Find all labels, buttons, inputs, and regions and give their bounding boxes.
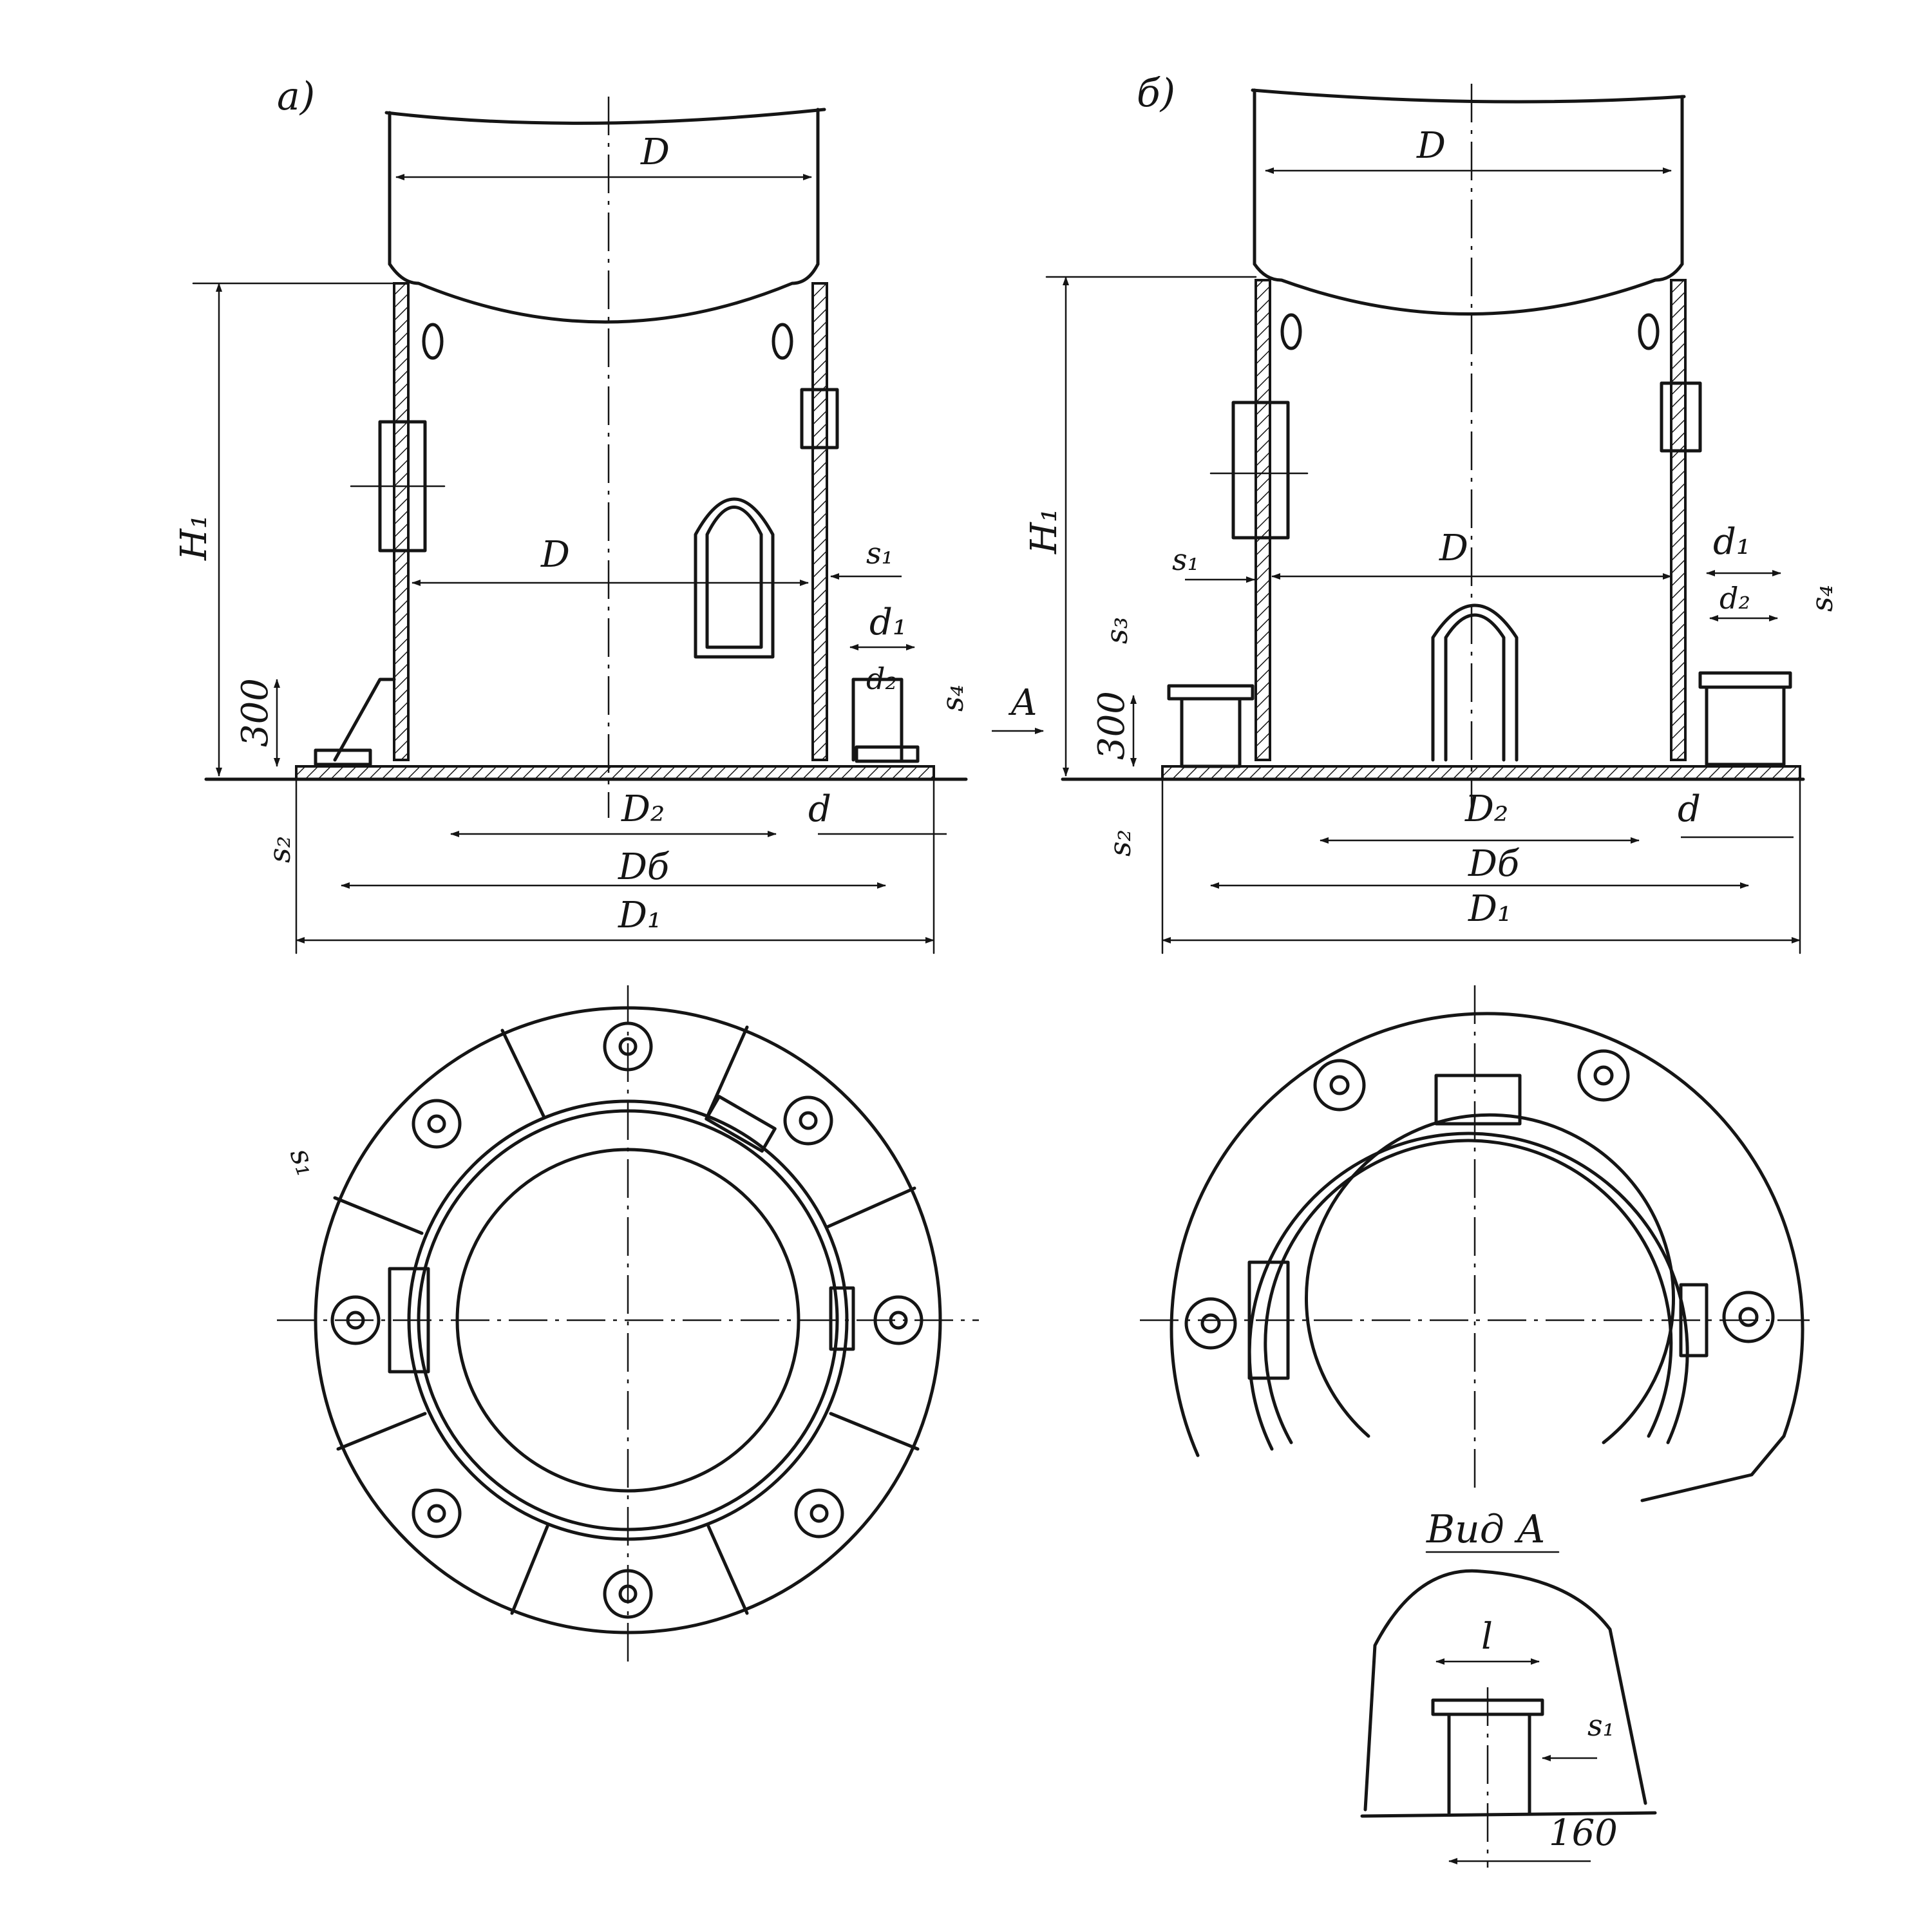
vessel-bottom-b xyxy=(1253,262,1684,316)
side-plate-left-b xyxy=(1231,401,1290,540)
skirt-wall-right-a xyxy=(811,282,828,761)
rib-2-a xyxy=(706,1025,749,1116)
skirt-wall-right-b xyxy=(1670,279,1687,761)
plan-plate-diag-a xyxy=(705,1095,777,1153)
label-s4-b: s₄ xyxy=(1804,585,1839,612)
plan-inner-ring-b xyxy=(1305,1113,1675,1444)
view-a-tag: а) xyxy=(277,74,315,119)
elevation-a: а) D D s₁ H₁ xyxy=(173,74,1044,954)
label-s4-a: s₄ xyxy=(935,685,970,712)
gusset-right-a xyxy=(851,677,904,762)
view-A-detail: Вид А l s₁ 160 xyxy=(1360,1507,1657,1868)
label-d-b: d xyxy=(1678,788,1701,830)
label-d2-b: d₂ xyxy=(1719,581,1750,616)
view-A-base xyxy=(1360,1811,1657,1818)
label-D-mid-a: D xyxy=(540,534,570,576)
label-D-top-b: D xyxy=(1416,125,1446,167)
arch-opening-outer-b xyxy=(1431,603,1519,762)
gusset-left-a xyxy=(333,677,396,762)
label-s1-viewA: s₁ xyxy=(1587,1708,1615,1743)
label-Db-a: Dб xyxy=(618,846,670,888)
side-plate-right-b xyxy=(1660,381,1702,453)
label-D2-a: D₂ xyxy=(621,788,665,830)
plan-skirt-outer-b xyxy=(1247,1132,1689,1451)
label-d2-a: d₂ xyxy=(866,661,897,696)
base-ring-b xyxy=(1161,765,1801,781)
label-D2-b: D₂ xyxy=(1464,788,1508,830)
label-s1-b: s₁ xyxy=(1172,542,1199,577)
label-d-a: d xyxy=(808,788,831,830)
vent-hole-left-b xyxy=(1280,313,1302,350)
rib-3-a xyxy=(826,1186,916,1229)
bolt-box-left-b xyxy=(1180,697,1242,768)
label-s2-a: s₂ xyxy=(262,836,297,863)
plan-b xyxy=(1140,985,1810,1502)
view-A-outline xyxy=(1363,1569,1647,1812)
bolt-box-right-b xyxy=(1705,685,1786,766)
label-D-mid-b: D xyxy=(1439,527,1468,569)
label-d1-b: d₁ xyxy=(1713,521,1750,563)
vent-hole-right-a xyxy=(772,323,793,360)
view-A-title: Вид А xyxy=(1426,1507,1546,1552)
skirt-wall-left-a xyxy=(393,282,410,761)
label-D-top-a: D xyxy=(640,131,670,173)
bolts-b xyxy=(1184,1049,1775,1350)
vent-hole-right-b xyxy=(1638,313,1660,350)
label-s3-b: s₃ xyxy=(1099,617,1134,644)
top-plate-right-b xyxy=(1698,671,1792,689)
plan-top-plate-b xyxy=(1434,1074,1522,1126)
elevation-b: б) D D s₁ H₁ s₃ 300 s₂ d₁ xyxy=(1023,71,1839,954)
skirt-wall-left-b xyxy=(1255,279,1271,761)
vent-hole-left-a xyxy=(422,323,444,360)
label-s2-b: s₂ xyxy=(1103,829,1137,857)
label-l: l xyxy=(1481,1616,1493,1658)
label-D1-a: D₁ xyxy=(618,895,661,936)
arch-opening-outer-a xyxy=(694,497,775,659)
plan-a: s₁ xyxy=(277,985,979,1662)
bolt-seat-right-a xyxy=(855,745,920,763)
shell-top-break-b xyxy=(1251,88,1686,104)
base-ring-a xyxy=(295,765,935,781)
rib-6-a xyxy=(510,1524,549,1615)
label-300-b: 300 xyxy=(1091,691,1133,760)
rib-7-a xyxy=(336,1412,427,1451)
label-H1-b: H₁ xyxy=(1023,508,1065,554)
plan-side-plate-right-b xyxy=(1679,1283,1709,1358)
label-300-a: 300 xyxy=(234,678,276,747)
label-Db-b: Dб xyxy=(1468,843,1520,885)
arch-opening-inner-a xyxy=(705,506,763,649)
rib-1-a xyxy=(500,1028,546,1119)
label-160: 160 xyxy=(1549,1812,1618,1854)
top-plate-left-b xyxy=(1167,684,1255,701)
arch-opening-inner-b xyxy=(1444,613,1506,762)
rib-8-a xyxy=(333,1196,424,1235)
label-view-A-arrow: A xyxy=(1008,682,1037,724)
rib-4-a xyxy=(829,1412,920,1451)
vessel-bottom-a xyxy=(388,262,820,324)
plan-skirt-inner-b xyxy=(1264,1139,1673,1444)
shell-top-break-a xyxy=(384,108,826,125)
plan-outer-ring-b xyxy=(1170,1012,1804,1502)
rib-5-a xyxy=(706,1524,749,1615)
label-H1-a: H₁ xyxy=(173,515,215,561)
label-D1-b: D₁ xyxy=(1468,888,1511,930)
side-plate-right-a xyxy=(800,388,839,450)
plan-side-plate-right-a xyxy=(829,1286,855,1351)
bolt-seat-left-a xyxy=(314,748,372,766)
plan-side-plate-left-a xyxy=(388,1267,430,1374)
plan-side-plate-left-b xyxy=(1247,1260,1290,1380)
bolts-a xyxy=(330,1021,923,1619)
view-b-tag: б) xyxy=(1137,71,1175,116)
label-d1-a: d₁ xyxy=(869,601,907,643)
label-s1-plan-a: s₁ xyxy=(283,1143,325,1180)
label-s1-a: s₁ xyxy=(866,536,893,571)
